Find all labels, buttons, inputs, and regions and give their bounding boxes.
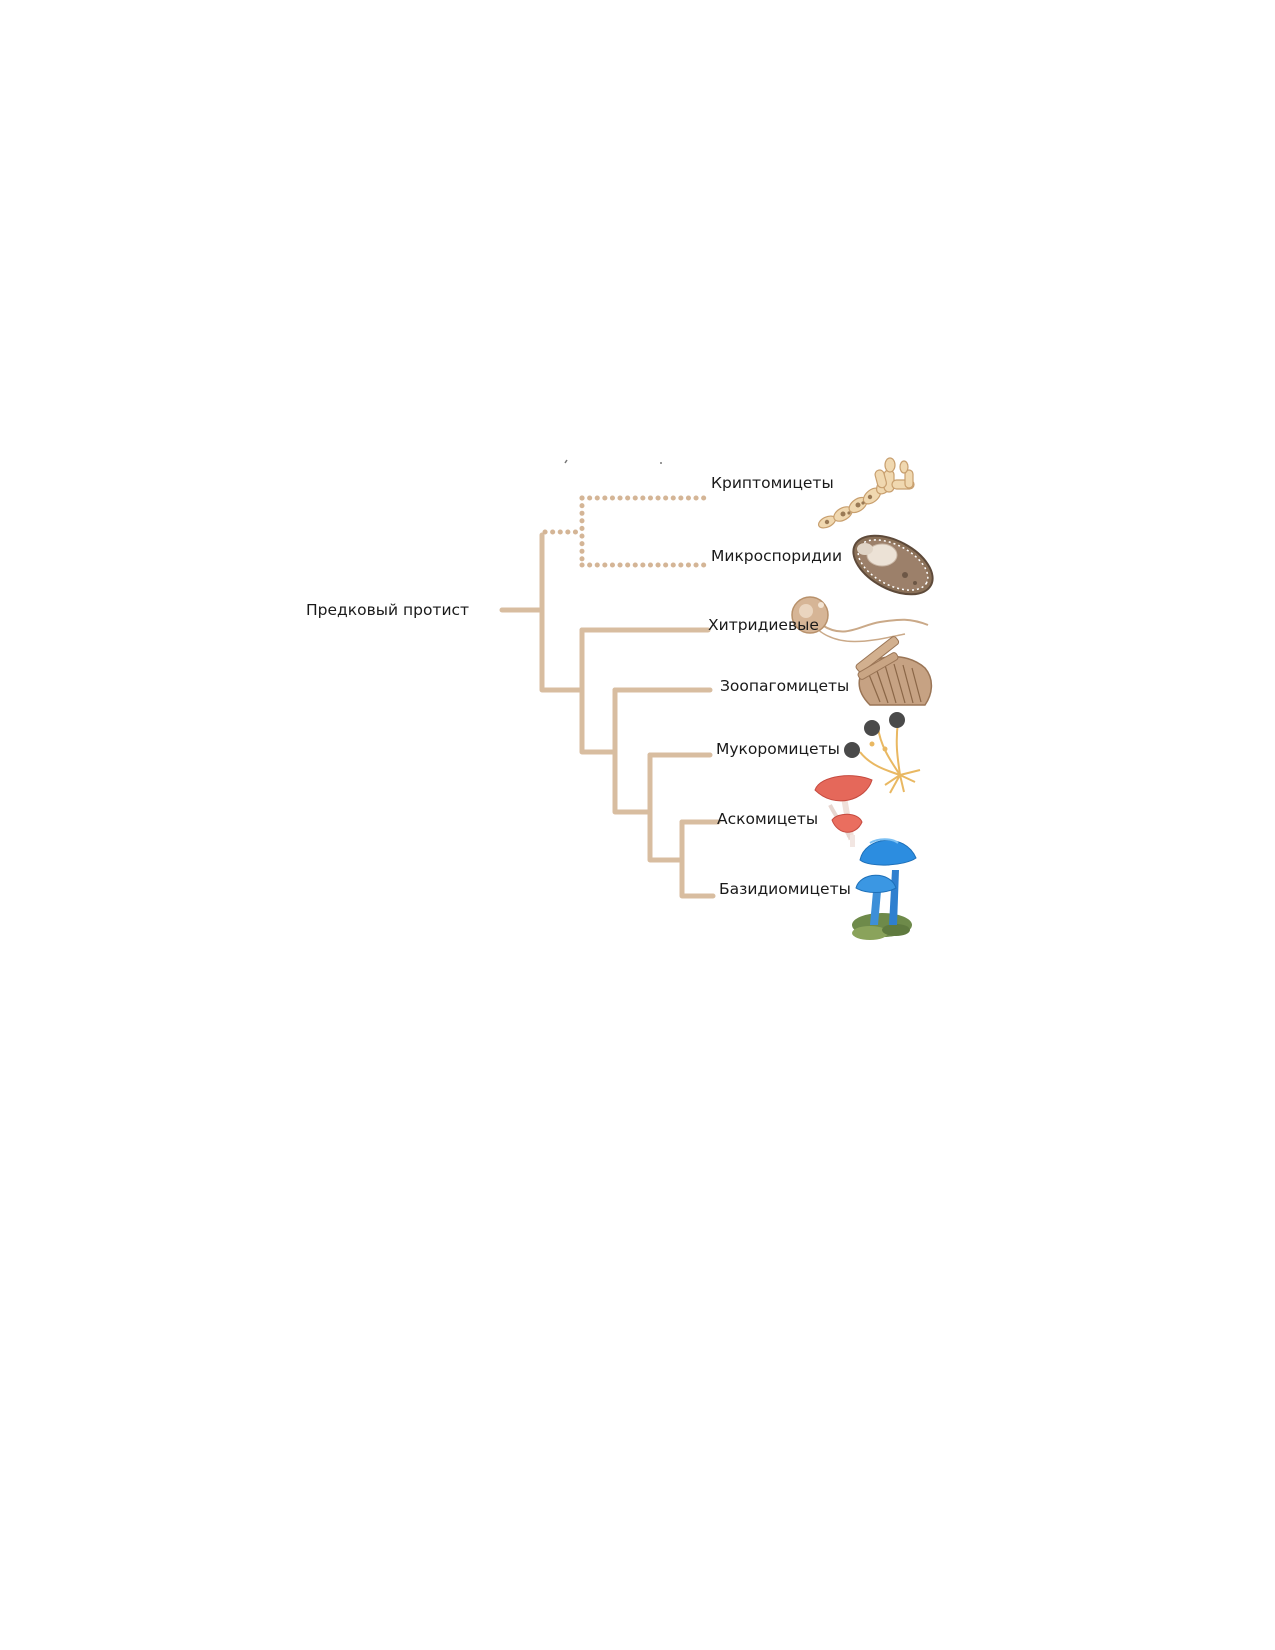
spore-capsule-icon bbox=[852, 534, 934, 596]
taxon-label-mucoromycota: Мукоромицеты bbox=[716, 740, 840, 758]
node3-vertical bbox=[612, 687, 653, 815]
tree-branches bbox=[499, 532, 721, 899]
taxon-label-microsporidia: Микроспоридии bbox=[711, 547, 843, 565]
fibrous-mass-icon bbox=[855, 636, 933, 706]
blue-mushroom-icon bbox=[852, 838, 917, 940]
taxon-label-chytrids: Хитридиевые bbox=[708, 616, 819, 634]
cup-fungus-icon bbox=[814, 775, 873, 847]
fungi-node-vertical bbox=[579, 627, 618, 755]
zoospore-flagellum-icon bbox=[791, 596, 929, 643]
taxon-label-ascomycota: Аскомицеты bbox=[717, 810, 819, 828]
node5-vertical bbox=[679, 819, 716, 899]
taxon-label-basidiomycota: Базидиомицеты bbox=[719, 880, 851, 898]
stray-mark bbox=[564, 459, 568, 464]
root-node-vertical bbox=[539, 532, 585, 693]
root-label: Предковый протист bbox=[306, 601, 470, 619]
dotted-branches bbox=[542, 495, 713, 568]
taxon-label-zoopagomycota: Зоопагомицеты bbox=[720, 677, 850, 695]
node4-vertical bbox=[647, 752, 685, 863]
taxon-label-cryptomycota: Криптомицеты bbox=[711, 474, 834, 492]
hyphae-chain-icon bbox=[817, 457, 915, 529]
sporangia-mold-icon bbox=[844, 712, 921, 794]
